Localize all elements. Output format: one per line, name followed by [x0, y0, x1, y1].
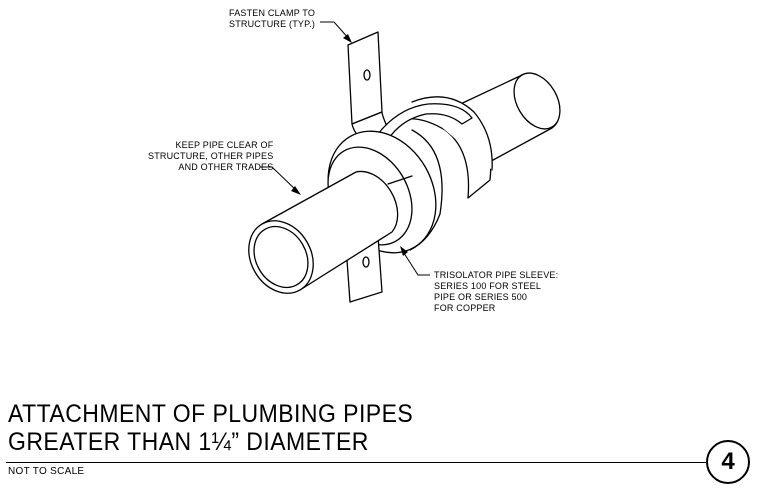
note-clamp: FASTEN CLAMP TO STRUCTURE (TYP.) [229, 8, 315, 30]
note-pipe-clear-line-1: KEEP PIPE CLEAR OF [175, 140, 274, 150]
note-sleeve-line-1: TRISOLATOR PIPE SLEEVE: [434, 270, 559, 280]
note-clamp-line-2: STRUCTURE (TYP.) [229, 19, 316, 29]
note-sleeve-line-4: FOR COPPER [434, 303, 496, 313]
note-pipe-clear-line-2: STRUCTURE, OTHER PIPES [148, 151, 274, 161]
pipe-front-bore [253, 225, 309, 289]
sleeve-back-face [411, 96, 493, 171]
note-sleeve: TRISOLATOR PIPE SLEEVE: SERIES 100 FOR S… [434, 270, 558, 314]
note-sleeve-line-2: SERIES 100 FOR STEEL [434, 281, 542, 291]
arrow-sleeve [400, 246, 408, 256]
clamp-upper-hole [363, 69, 371, 81]
pipe-back-end [513, 72, 561, 130]
note-pipe-clear: KEEP PIPE CLEAR OF STRUCTURE, OTHER PIPE… [148, 140, 273, 173]
title-underline [6, 462, 706, 463]
clamp-lower-hole [362, 256, 370, 268]
arrow-pipe-clear [291, 186, 301, 195]
detail-number-badge: 4 [706, 440, 750, 484]
clamp-band [371, 103, 473, 147]
sleeve-split-line [387, 175, 413, 185]
note-clamp-line-1: FASTEN CLAMP TO [229, 8, 316, 18]
arrow-clamp [343, 34, 352, 43]
scale-note: NOT TO SCALE [8, 466, 85, 477]
note-pipe-clear-line-3: AND OTHER TRADES [178, 162, 274, 172]
detail-title-line-1: ATTACHMENT OF PLUMBING PIPES [8, 400, 414, 428]
leader-pipe-clear [260, 166, 299, 193]
detail-number: 4 [721, 448, 735, 475]
leader-sleeve [401, 249, 430, 276]
leader-clamp [320, 21, 351, 41]
sleeve-band-edge [409, 129, 443, 251]
note-sleeve-line-3: PIPE OR SERIES 500 [434, 292, 528, 302]
detail-title-line-2: GREATER THAN 1¼” DIAMETER [8, 428, 369, 456]
